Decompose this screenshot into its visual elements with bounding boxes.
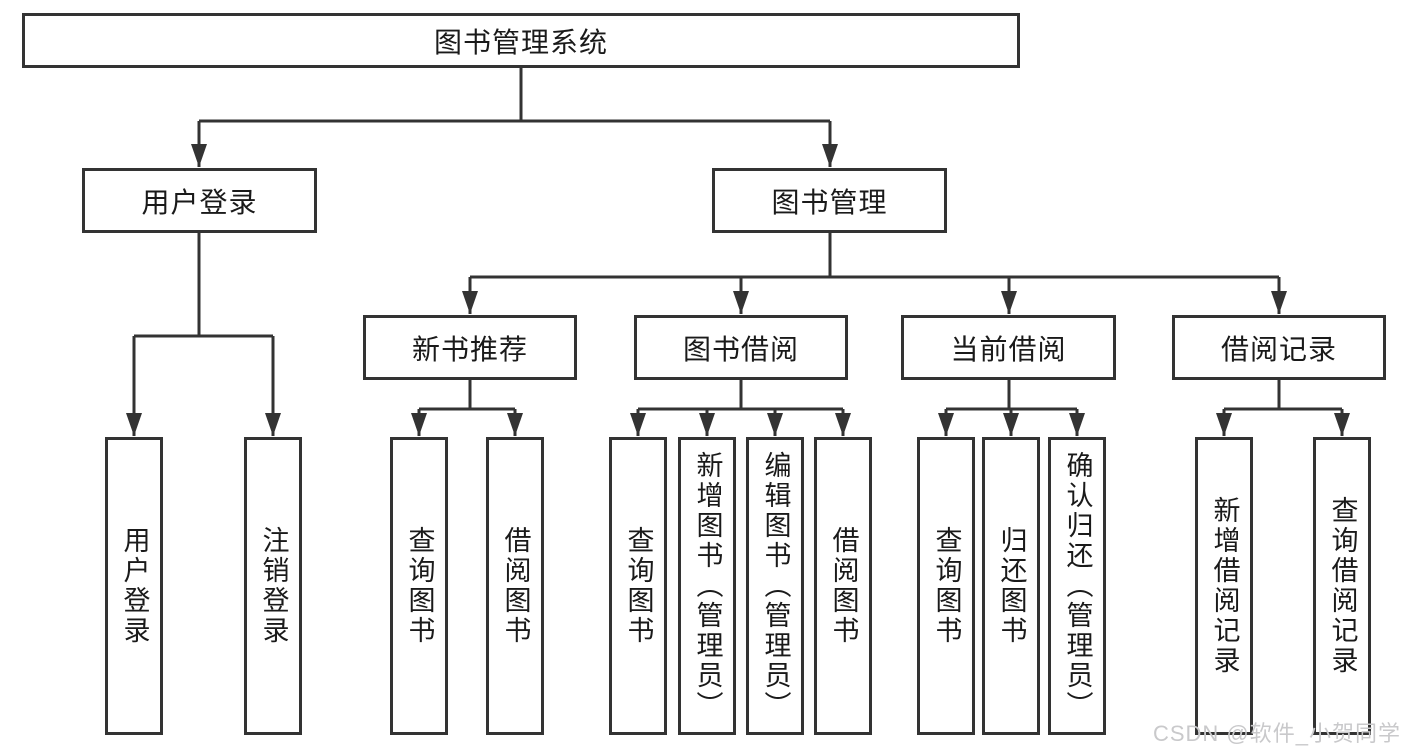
leaf-return-books: 归还图书 — [982, 437, 1040, 735]
node-user-login: 用户登录 — [82, 168, 317, 233]
leaf-borrow-books-1: 借阅图书 — [486, 437, 544, 735]
node-book-management: 图书管理 — [712, 168, 947, 233]
leaf-query-books-2: 查询图书 — [609, 437, 667, 735]
connector-arrows — [126, 121, 1350, 436]
leaf-query-borrow-record: 查询借阅记录 — [1313, 437, 1371, 735]
leaf-confirm-return-admin: 确认归还（管理员） — [1048, 437, 1106, 735]
leaf-add-books-admin: 新增图书（管理员） — [678, 437, 736, 735]
leaf-query-books-3: 查询图书 — [917, 437, 975, 735]
connector-trunks — [134, 68, 1342, 411]
node-book-borrowing: 图书借阅 — [634, 315, 848, 380]
leaf-query-books-1: 查询图书 — [390, 437, 448, 735]
node-library-management-system: 图书管理系统 — [22, 13, 1020, 68]
leaf-logout: 注销登录 — [244, 437, 302, 735]
leaf-add-borrow-record: 新增借阅记录 — [1195, 437, 1253, 735]
leaf-user-login: 用户登录 — [105, 437, 163, 735]
leaf-borrow-books-2: 借阅图书 — [814, 437, 872, 735]
node-current-borrowing: 当前借阅 — [901, 315, 1116, 380]
leaf-edit-books-admin: 编辑图书（管理员） — [746, 437, 804, 735]
csdn-watermark: CSDN @软件_小贺同学 — [1152, 721, 1401, 746]
node-borrowing-records: 借阅记录 — [1172, 315, 1386, 380]
node-new-book-recommendation: 新书推荐 — [363, 315, 577, 380]
